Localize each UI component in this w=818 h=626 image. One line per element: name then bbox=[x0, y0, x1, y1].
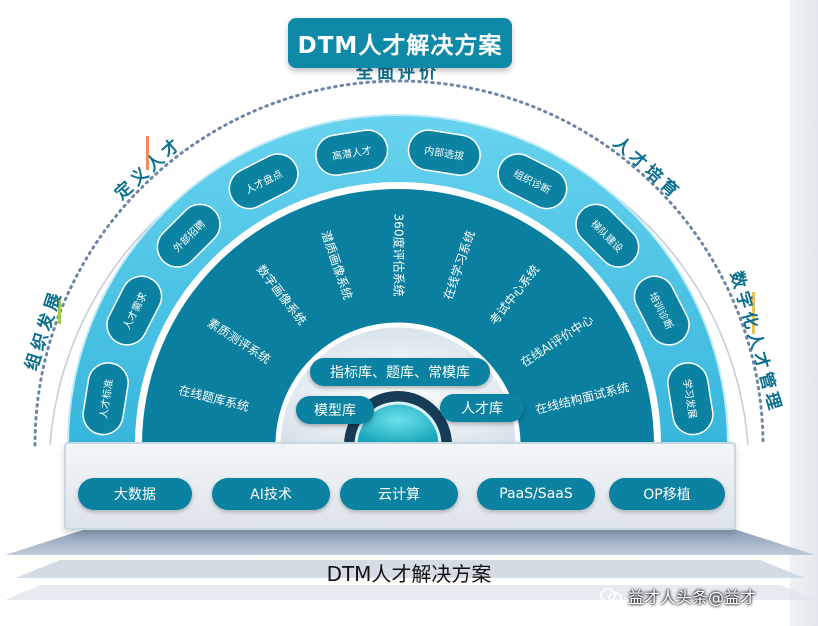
ring-item-pill-6 bbox=[497, 153, 568, 210]
outer-label-4: 数字化人才管理 bbox=[726, 269, 787, 416]
diagram-title: DTM人才解决方案 bbox=[288, 18, 512, 68]
ring-item-pill-3 bbox=[228, 153, 299, 210]
ring-item-8: 培训诊断 bbox=[633, 275, 690, 346]
floor-layer-mid bbox=[15, 560, 805, 578]
ring-item-5: 内部选拔 bbox=[407, 129, 481, 176]
chat-bubbles-icon bbox=[600, 588, 622, 604]
hub-teal-core bbox=[354, 401, 442, 447]
watermark: 益才人头条@益才 bbox=[600, 582, 790, 610]
ring-item-pill-0 bbox=[82, 362, 129, 436]
base-item-bigdata: 大数据 bbox=[78, 478, 192, 510]
base-item-ai: AI技术 bbox=[212, 478, 330, 510]
ring-item-9: 学习发展 bbox=[667, 362, 714, 436]
accent-mark-left-top bbox=[146, 136, 149, 170]
ring-item-pill-8 bbox=[633, 275, 690, 346]
bottom-caption: DTM人才解决方案 bbox=[326, 562, 492, 586]
watermark-text: 益才人头条@益才 bbox=[628, 588, 757, 607]
right-edge-strip bbox=[790, 0, 818, 626]
base-item-paas: PaaS/SaaS bbox=[477, 478, 595, 510]
hub-library-pill-top: 指标库、题库、常模库 bbox=[310, 358, 490, 386]
ring-item-1: 人才需求 bbox=[106, 275, 163, 346]
hub-library-pill-right: 人才库 bbox=[440, 394, 524, 422]
ring-item-4: 高潜人才 bbox=[315, 129, 389, 176]
inner-system-4: 360度评估系统 bbox=[392, 214, 407, 297]
inner-systems-band bbox=[142, 189, 654, 445]
accent-mark-right bbox=[752, 292, 755, 334]
accent-mark-left-low bbox=[58, 298, 61, 324]
ring-item-7: 梯队建设 bbox=[575, 203, 640, 268]
base-item-cloud: 云计算 bbox=[340, 478, 458, 510]
outer-label-3: 人才培育 bbox=[609, 132, 685, 204]
ring-item-6: 组织诊断 bbox=[497, 153, 568, 210]
ring-item-2: 外部招聘 bbox=[156, 203, 221, 268]
ring-items-group: 人才标准 人才需求 外部招聘人才盘点高潜人才内部选拔组织诊断梯队建设培训诊断学习发展 bbox=[82, 129, 714, 436]
hub-library-pill-left: 模型库 bbox=[296, 396, 374, 424]
ring-item-0: 人才标准 bbox=[82, 362, 129, 436]
base-item-op: OP移植 bbox=[609, 478, 725, 510]
ring-item-pill-5 bbox=[407, 129, 481, 176]
dotted-outer-arc bbox=[33, 79, 765, 447]
ring-item-pill-2 bbox=[156, 203, 221, 268]
ring-item-pill-1 bbox=[106, 275, 163, 346]
outer-label-0: 组织发展 bbox=[21, 287, 67, 373]
ring-item-pill-4 bbox=[315, 129, 389, 176]
floor-layer-front bbox=[5, 585, 815, 600]
white-rim bbox=[135, 182, 661, 446]
ring-item-pill-7 bbox=[575, 203, 640, 268]
ring-item-pill-9 bbox=[667, 362, 714, 436]
ring-item-3: 人才盘点 bbox=[228, 153, 299, 210]
